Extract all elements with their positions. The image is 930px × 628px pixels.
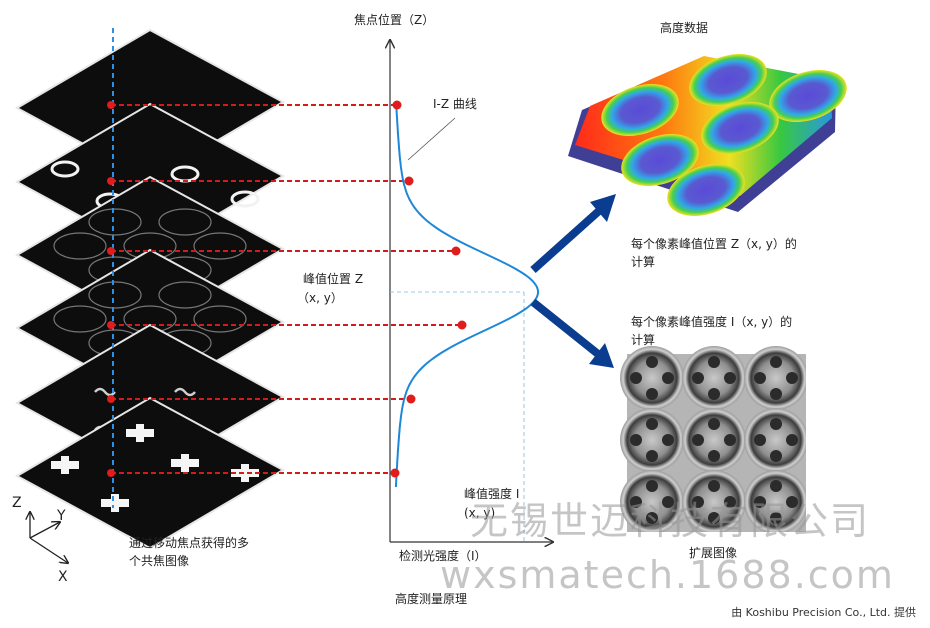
calc-i-caption-line1: 每个像素峰值强度 I（x, y）的 (631, 315, 793, 329)
confocal-image-stack (14, 28, 286, 550)
height-data-surface (568, 54, 847, 216)
watermark-url: wxsmatech.1688.com (440, 553, 895, 597)
curve-marker-6 (390, 468, 400, 478)
arrow-to-extended-image (530, 298, 614, 368)
connector-3 (107, 247, 456, 255)
coord-y-label: Y (57, 508, 66, 524)
height-data-title: 高度数据 (660, 21, 709, 35)
connector-5 (107, 395, 411, 403)
image-credit: 由 Koshibu Precision Co., Ltd. 提供 (731, 606, 916, 619)
peak-i-label-line1: 峰值强度 I (464, 487, 520, 501)
peak-z-label-line1: 峰值位置 Z (303, 272, 364, 286)
connector-6 (107, 469, 395, 477)
peak-z-label-line2: （x, y） (297, 291, 343, 305)
coordinate-axes (30, 512, 68, 563)
i-axis-label: 检测光强度（I） (399, 549, 487, 563)
calc-z-caption-line2: 计算 (631, 255, 656, 269)
calc-i-caption-line2: 计算 (631, 333, 656, 347)
iz-curve-label: I-Z 曲线 (433, 97, 477, 111)
coord-x-label: X (58, 569, 68, 585)
curve-marker-3 (451, 246, 461, 256)
curve-marker-2 (404, 176, 414, 186)
connector-1 (107, 101, 397, 109)
stack-caption-line1: 通过移动焦点获得的多 (129, 536, 250, 550)
confocal-layer-6 (14, 396, 286, 550)
connector-4 (107, 321, 462, 329)
iz-curve (394, 106, 539, 488)
curve-markers (390, 100, 467, 478)
principle-caption: 高度测量原理 (395, 592, 468, 606)
curve-marker-4 (457, 320, 467, 330)
focus-connectors (107, 101, 462, 477)
curve-marker-5 (406, 394, 416, 404)
extended-image-caption: 扩展图像 (689, 546, 738, 560)
watermark-company: 无锡世迈科技有限公司 (470, 499, 871, 543)
z-axis-label: 焦点位置（Z） (354, 13, 435, 27)
iz-curve-pointer (407, 117, 456, 161)
calc-z-caption-line1: 每个像素峰值位置 Z（x, y）的 (631, 237, 797, 251)
coord-z-label: Z (12, 495, 22, 511)
arrow-to-height-data (530, 194, 616, 273)
connector-2 (107, 177, 409, 185)
curve-marker-1 (392, 100, 402, 110)
extended-image (620, 346, 836, 544)
stack-caption-line2: 个共焦图像 (129, 554, 190, 568)
peak-i-label-line2: (x, y) (464, 506, 496, 520)
